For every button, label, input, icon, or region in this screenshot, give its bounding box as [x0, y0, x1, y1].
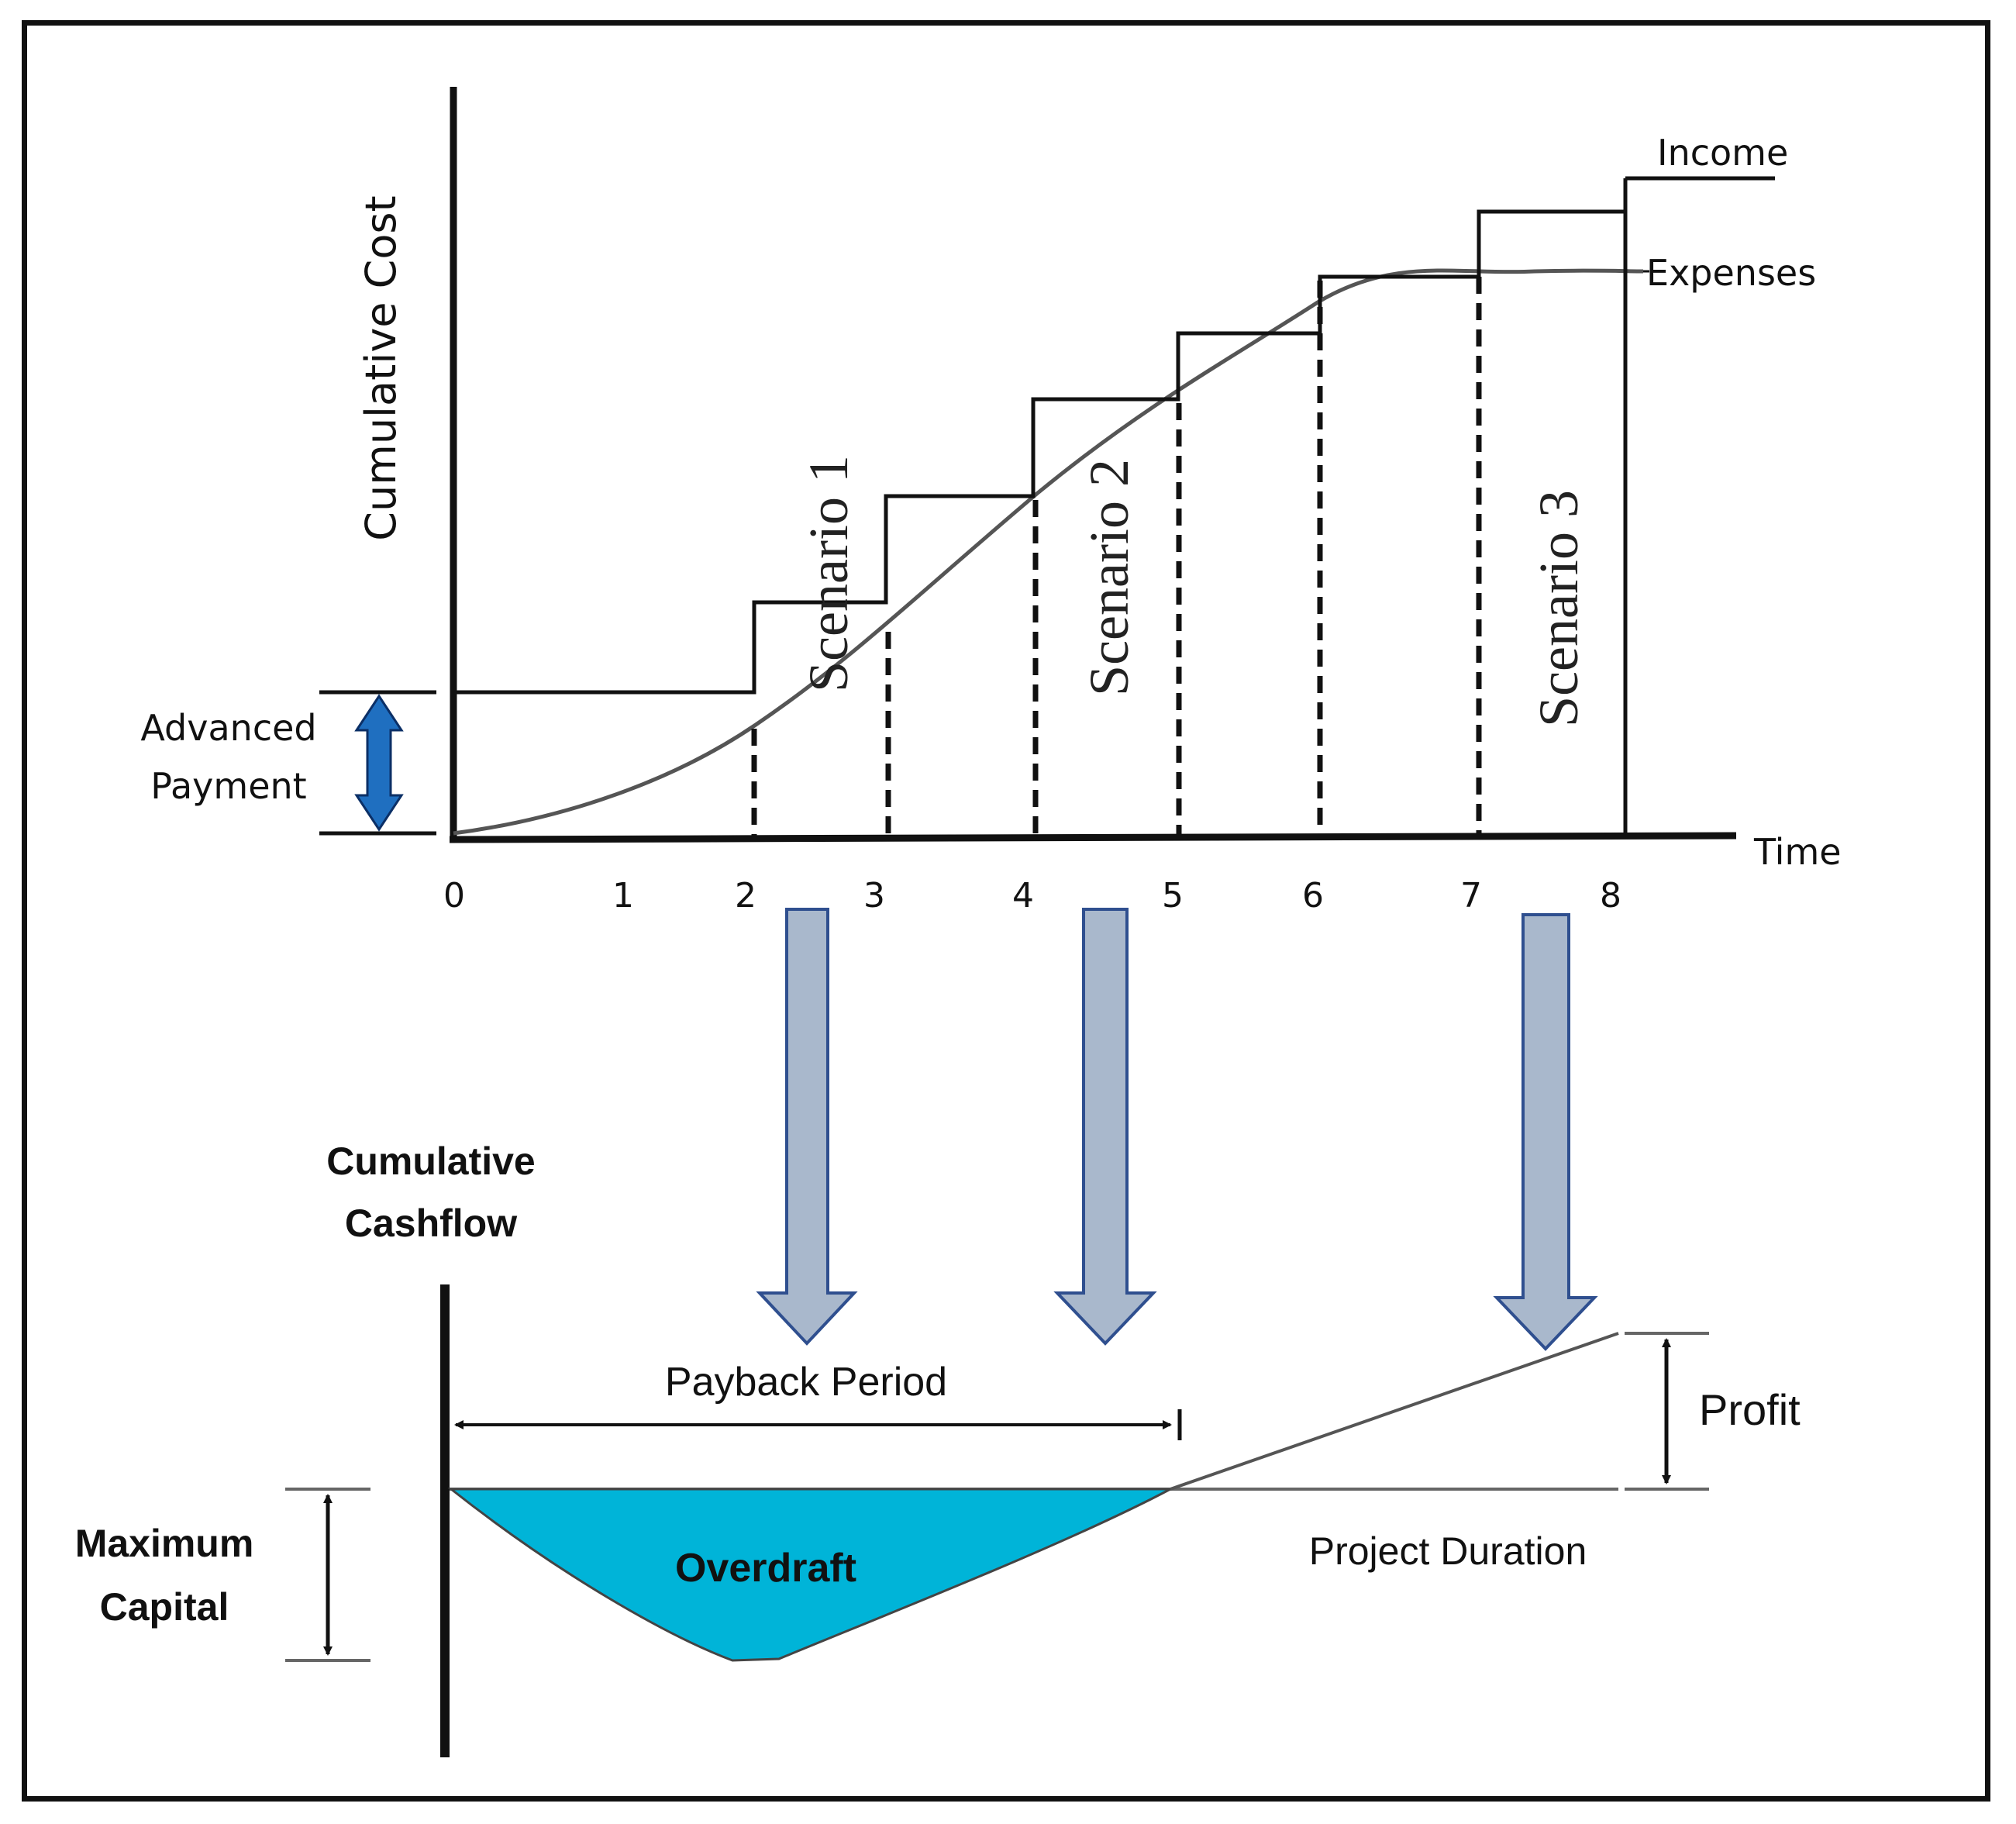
scenario-3-label: Scenario 3: [1528, 490, 1590, 727]
bottom-y-label-line2: Cashflow: [345, 1202, 517, 1245]
dashed-guides: [751, 277, 1482, 836]
scenario-2-arrow: [1053, 908, 1157, 1346]
adv-payment-arrow: [354, 694, 404, 832]
x-tick-label: 8: [1600, 876, 1621, 915]
profit-label: Profit: [1699, 1385, 1801, 1434]
income-step-line: [453, 176, 1775, 836]
income-label: Income: [1657, 132, 1788, 174]
project-duration-label: Project Duration: [1309, 1529, 1587, 1573]
bottom-y-label-line1: Cumulative: [326, 1140, 536, 1183]
x-tick-label: 3: [863, 876, 885, 915]
max-capital-label-line2: Capital: [100, 1585, 229, 1629]
x-tick-label: 6: [1302, 876, 1324, 915]
x-tick-label: 4: [1012, 876, 1034, 915]
overdraft-area: [447, 1488, 1171, 1662]
x-tick-label: 1: [612, 876, 634, 915]
scenario-1-arrow: [756, 908, 858, 1346]
scenario-arrows: [756, 908, 1598, 1351]
adv-payment-label-line1: Advanced: [140, 707, 316, 749]
y-axis-label: Cumulative Cost: [357, 195, 405, 540]
x-axis-label: Time: [1753, 831, 1842, 873]
overdraft-label: Overdraft: [675, 1546, 856, 1591]
scenario-1-label: Scenario 1: [798, 455, 860, 692]
payback-period-label: Payback Period: [665, 1360, 947, 1405]
bottom-chart: Overdraft Payback Period Project Duratio…: [75, 1140, 1801, 1757]
cashflow-rising-line: [1170, 1332, 1619, 1491]
adv-payment-label-line2: Payment: [150, 765, 306, 807]
scenario-2-label: Scenario 2: [1078, 459, 1140, 696]
scenario-3-arrow: [1493, 913, 1598, 1351]
top-chart: 0 1 2 3 4 5 6 7 8 Time Cumulative Cost I…: [140, 87, 1842, 915]
expenses-label: Expenses: [1646, 252, 1816, 294]
x-tick-label: 0: [443, 876, 465, 915]
x-tick-label: 2: [735, 876, 756, 915]
expenses-curve: [453, 268, 1644, 836]
x-tick-label: 7: [1460, 876, 1482, 915]
top-x-axis: [449, 832, 1737, 843]
x-tick-label: 5: [1162, 876, 1184, 915]
x-tick-labels: 0 1 2 3 4 5 6 7 8: [443, 876, 1621, 915]
max-capital-label-line1: Maximum: [75, 1522, 254, 1565]
